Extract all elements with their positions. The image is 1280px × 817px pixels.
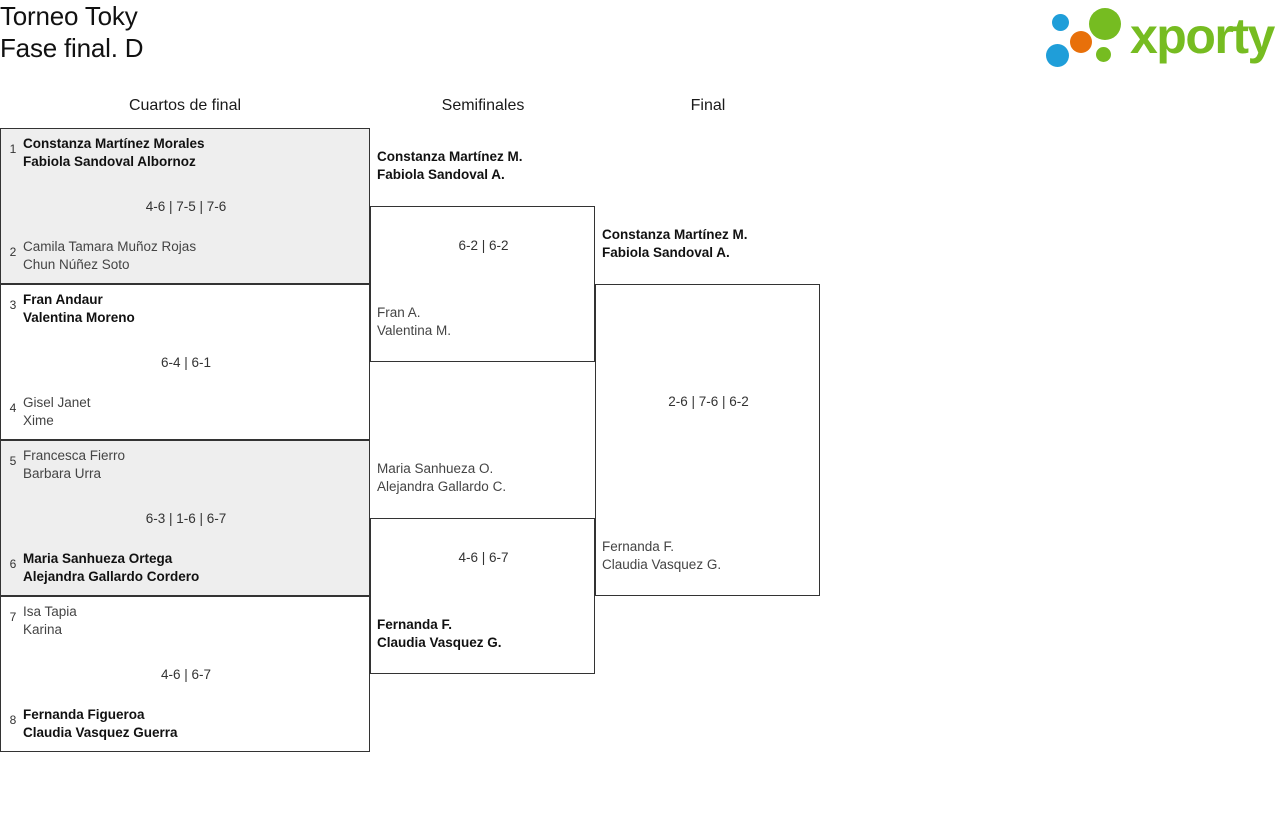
team-names: Isa Tapia Karina — [23, 604, 77, 637]
tournament-name: Torneo Toky — [0, 1, 138, 31]
logo-dot-green-small — [1096, 47, 1111, 62]
match-score: 4-6 | 6-7 — [160, 667, 212, 682]
seed-number: 2 — [9, 245, 17, 259]
page-title: Torneo Toky Fase final. D — [0, 0, 700, 64]
connector-qf2-sf1 — [369, 362, 370, 440]
team-names: Fran A. Valentina M. — [377, 305, 452, 338]
semifinal-1-slot-top[interactable]: Constanza Martínez M. Fabiola Sandoval A… — [377, 148, 595, 184]
semifinal-2-slot-top[interactable]: Maria Sanhueza O. Alejandra Gallardo C. — [377, 460, 595, 496]
team-names: Constanza Martínez Morales Fabiola Sando… — [23, 136, 205, 169]
semifinal-2-slot-bottom[interactable]: Fernanda F. Claudia Vasquez G. — [377, 616, 595, 652]
seed-number: 6 — [9, 557, 17, 571]
match-score: 6-3 | 1-6 | 6-7 — [145, 511, 227, 526]
semifinal-1-slot-bottom[interactable]: Fran A. Valentina M. — [377, 304, 595, 340]
connector-qf4-sf2 — [369, 674, 370, 752]
seed-number: 4 — [9, 401, 17, 415]
match-score: 4-6 | 6-7 — [458, 550, 509, 565]
team-names: Gisel Janet Xime — [23, 395, 91, 428]
match-slot-bottom[interactable]: 4 Gisel Janet Xime — [3, 394, 369, 430]
team-names: Maria Sanhueza Ortega Alejandra Gallardo… — [23, 551, 200, 584]
seed-number: 5 — [9, 454, 17, 468]
connector-qf1-sf1 — [369, 128, 370, 206]
match-quarterfinal-4[interactable]: 7 Isa Tapia Karina 4-6 | 6-7 8 Fernanda … — [0, 596, 370, 752]
team-names: Constanza Martínez M. Fabiola Sandoval A… — [602, 227, 748, 260]
match-slot-bottom[interactable]: 2 Camila Tamara Muñoz Rojas Chun Núñez S… — [3, 238, 369, 274]
seed-number: 7 — [9, 610, 17, 624]
match-slot-bottom[interactable]: 8 Fernanda Figueroa Claudia Vasquez Guer… — [3, 706, 369, 742]
match-score: 6-4 | 6-1 — [160, 355, 212, 370]
final-slot-top[interactable]: Constanza Martínez M. Fabiola Sandoval A… — [602, 226, 820, 262]
team-names: Fran Andaur Valentina Moreno — [23, 292, 135, 325]
seed-number: 3 — [9, 298, 17, 312]
match-slot-bottom[interactable]: 6 Maria Sanhueza Ortega Alejandra Gallar… — [3, 550, 369, 586]
match-score: 2-6 | 7-6 | 6-2 — [668, 394, 749, 409]
team-names: Fernanda F. Claudia Vasquez G. — [377, 617, 502, 650]
match-slot-top[interactable]: 1 Constanza Martínez Morales Fabiola San… — [3, 135, 369, 171]
match-semifinal-2[interactable]: 4-6 | 6-7 — [370, 518, 595, 674]
match-quarterfinal-2[interactable]: 3 Fran Andaur Valentina Moreno 6-4 | 6-1… — [0, 284, 370, 440]
round-header-quarterfinals: Cuartos de final — [128, 97, 242, 114]
connector-sf1-final — [594, 206, 595, 284]
match-slot-top[interactable]: 3 Fran Andaur Valentina Moreno — [3, 291, 369, 327]
team-names: Maria Sanhueza O. Alejandra Gallardo C. — [377, 461, 507, 494]
seed-number: 8 — [9, 713, 17, 727]
logo-dot-blue-small — [1052, 14, 1069, 31]
final-slot-bottom[interactable]: Fernanda F. Claudia Vasquez G. — [602, 538, 820, 574]
tournament-phase: Fase final. D — [0, 33, 144, 63]
logo-dot-orange — [1070, 31, 1092, 53]
match-slot-top[interactable]: 7 Isa Tapia Karina — [3, 603, 369, 639]
match-final[interactable]: 2-6 | 7-6 | 6-2 — [595, 284, 820, 596]
round-header-semifinals: Semifinales — [441, 97, 525, 114]
round-header-final: Final — [690, 97, 726, 114]
seed-number: 1 — [9, 142, 17, 156]
connector-sf2-final — [594, 518, 595, 596]
match-semifinal-1[interactable]: 6-2 | 6-2 — [370, 206, 595, 362]
logo-dot-green-large — [1089, 8, 1121, 40]
xporty-logo: xporty — [1042, 6, 1275, 68]
team-names: Constanza Martínez M. Fabiola Sandoval A… — [377, 149, 523, 182]
logo-dot-blue-large — [1046, 44, 1069, 67]
match-quarterfinal-1[interactable]: 1 Constanza Martínez Morales Fabiola San… — [0, 128, 370, 284]
match-score: 6-2 | 6-2 — [458, 238, 509, 253]
team-names: Fernanda F. Claudia Vasquez G. — [602, 539, 722, 572]
match-score: 4-6 | 7-5 | 7-6 — [145, 199, 227, 214]
connector-qf3-sf2 — [369, 440, 370, 518]
team-names: Fernanda Figueroa Claudia Vasquez Guerra — [23, 707, 178, 740]
match-quarterfinal-3[interactable]: 5 Francesca Fierro Barbara Urra 6-3 | 1-… — [0, 440, 370, 596]
team-names: Francesca Fierro Barbara Urra — [23, 448, 126, 481]
team-names: Camila Tamara Muñoz Rojas Chun Núñez Sot… — [23, 239, 197, 272]
logo-wordmark: xporty — [1130, 8, 1275, 64]
match-slot-top[interactable]: 5 Francesca Fierro Barbara Urra — [3, 447, 369, 483]
